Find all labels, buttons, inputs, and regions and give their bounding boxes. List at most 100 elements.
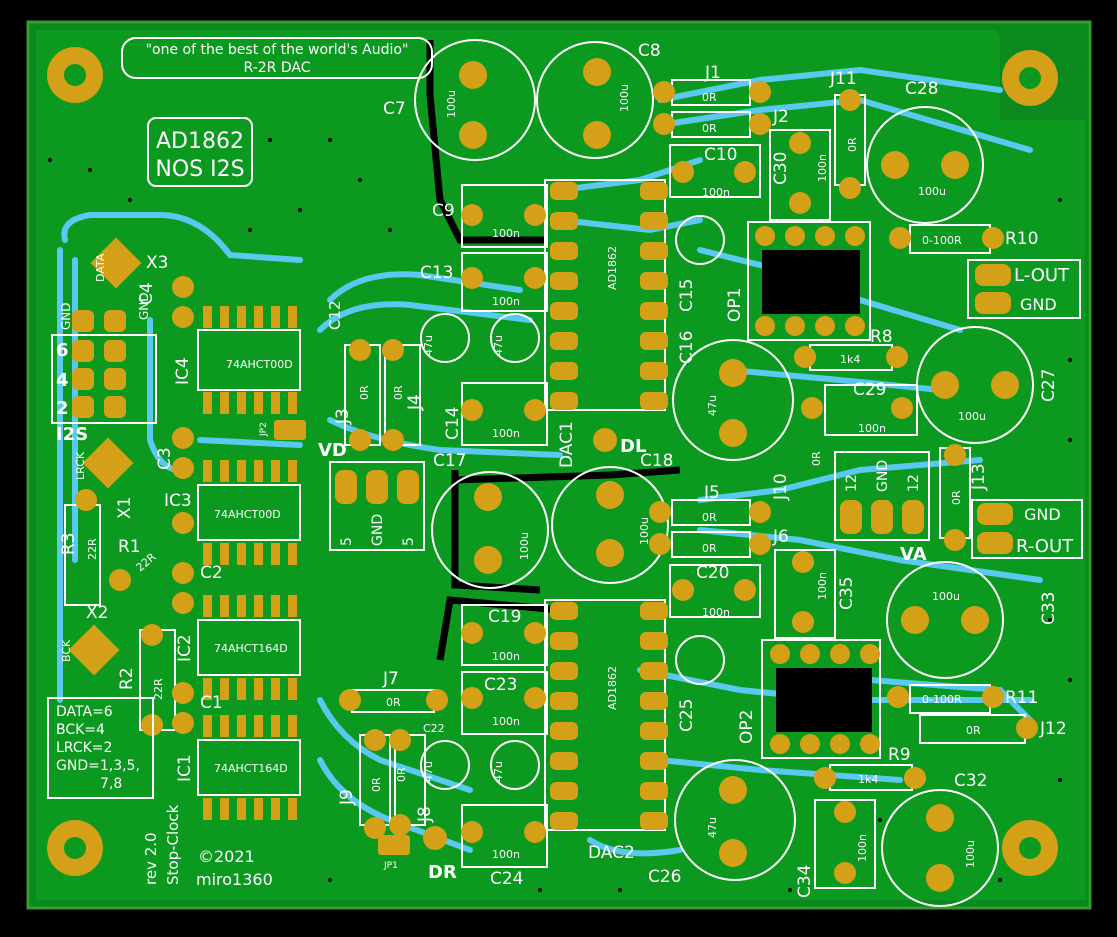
ref-j3: J3 — [333, 408, 353, 425]
ref-ic3: IC3 — [164, 491, 192, 511]
val-r9: 1k4 — [858, 773, 878, 786]
ref-c12: C12 — [326, 300, 344, 330]
val-c13: 100n — [492, 295, 520, 308]
val-j8: 0R — [395, 767, 408, 782]
vd-term-1: 5 — [339, 537, 355, 546]
ref-c26: C26 — [648, 867, 682, 887]
ref-jp2: JP2 — [259, 422, 269, 437]
val-c17: 100u — [518, 532, 531, 560]
opamp-pads — [755, 226, 880, 754]
l-gnd-label: GND — [1020, 295, 1057, 314]
val-c20: 100n — [702, 606, 730, 619]
val-c27: 100u — [958, 410, 986, 423]
ref-c4: C4 — [137, 282, 157, 305]
dr-label: DR — [428, 862, 457, 883]
ref-c22: C22 — [423, 722, 445, 735]
val-r11: 0-100R — [922, 693, 962, 706]
ref-j12: J12 — [1039, 719, 1067, 739]
ref-r11: R11 — [1005, 688, 1038, 708]
ref-c32: C32 — [954, 771, 988, 791]
val-j11: 0R — [846, 137, 859, 152]
header-gnd-left: GND — [59, 302, 73, 330]
ref-c19: C19 — [488, 607, 522, 627]
val-c22: 47u — [422, 761, 435, 782]
dl-label: DL — [620, 436, 646, 457]
header-num-6: 6 — [56, 340, 69, 361]
smd-pads — [75, 81, 1038, 884]
val-j12: 0R — [966, 724, 981, 737]
ref-c7: C7 — [383, 99, 406, 119]
ref-c8: C8 — [638, 41, 661, 61]
copyright: ©2021 — [198, 847, 255, 866]
ref-c33: C33 — [1039, 591, 1059, 625]
ref-c35: C35 — [837, 576, 857, 610]
ref-j9: J9 — [337, 789, 357, 806]
val-c32: 100u — [964, 840, 977, 868]
val-j3: 0R — [358, 385, 371, 400]
i2s-label: I2S — [56, 424, 88, 445]
vd-term-3: 5 — [401, 537, 417, 546]
val-c19: 100n — [492, 650, 520, 663]
chip-box-line2: NOS I2S — [155, 157, 244, 182]
logic-ic-pads — [203, 306, 410, 855]
ref-c2: C2 — [200, 563, 223, 583]
ref-r9: R9 — [888, 745, 911, 765]
val-c21: 47u — [492, 761, 505, 782]
power-io-silk: VD VA DL DR L-OUT GND GND R-OUT 5 GND 5 … — [318, 265, 1074, 883]
ref-dac2: DAC2 — [588, 843, 635, 863]
revision: rev 2.0 — [142, 832, 160, 885]
ref-op2: OP2 — [737, 710, 757, 744]
ref-r1: R1 — [118, 537, 141, 557]
header-num-4: 4 — [56, 370, 69, 391]
author: miro1360 — [196, 870, 273, 889]
ref-c25: C25 — [677, 698, 697, 732]
val-ic4: 74AHCT00D — [226, 358, 293, 371]
ref-ic4: IC4 — [173, 357, 193, 385]
dac-chips — [544, 179, 666, 831]
isolation-channels — [426, 40, 681, 661]
r-gnd-label: GND — [1024, 505, 1061, 524]
dac-pins — [550, 182, 668, 830]
val-c30: 100n — [816, 154, 829, 182]
ref-c17: C17 — [433, 451, 467, 471]
x2-bck-label: BCK — [60, 639, 73, 662]
ref-c30: C30 — [771, 151, 791, 185]
val-j13: 0R — [950, 490, 963, 505]
val-r10: 0-100R — [922, 234, 962, 247]
val-ic3: 74AHCT00D — [214, 508, 281, 521]
logic-ic-bodies — [197, 329, 301, 796]
pinout-line-3: LRCK=2 — [56, 740, 112, 756]
val-c7: 100u — [445, 90, 458, 118]
ref-j8: J8 — [415, 806, 435, 823]
x3-data-label: DATA — [94, 253, 107, 282]
val-j1: 0R — [702, 91, 717, 104]
val-c10: 100n — [702, 186, 730, 199]
vias — [48, 138, 1072, 892]
l-out-label: L-OUT — [1014, 265, 1070, 286]
val-c26: 47u — [706, 817, 719, 838]
val-c11: 47u — [492, 335, 505, 356]
val-j10: 0R — [810, 451, 823, 466]
ref-c3: C3 — [155, 447, 175, 470]
ref-j10: J10 — [771, 473, 791, 501]
ref-c23: C23 — [484, 675, 518, 695]
ref-c29: C29 — [853, 380, 887, 400]
ref-c18: C18 — [640, 451, 674, 471]
val-r2: 22R — [152, 678, 165, 700]
va-term-1: 12 — [844, 474, 860, 492]
pinout-line-5: 7,8 — [100, 776, 122, 792]
val-c33: 100u — [932, 590, 960, 603]
val-c18: 100u — [638, 517, 651, 545]
ref-c28: C28 — [905, 79, 939, 99]
val-c34: 100n — [856, 834, 869, 862]
chip-box-line1: AD1862 — [156, 129, 244, 154]
val-j2: 0R — [702, 122, 717, 135]
board-motto: "one of the best of the world's Audio" — [146, 42, 409, 58]
va-label: VA — [900, 544, 927, 565]
val-dac2: AD1862 — [606, 666, 619, 710]
header-gnd-right: GND — [137, 292, 151, 320]
pinout-box: DATA=6 BCK=4 LRCK=2 GND=1,3,5, 7,8 — [47, 697, 154, 799]
val-j4: 0R — [392, 385, 405, 400]
